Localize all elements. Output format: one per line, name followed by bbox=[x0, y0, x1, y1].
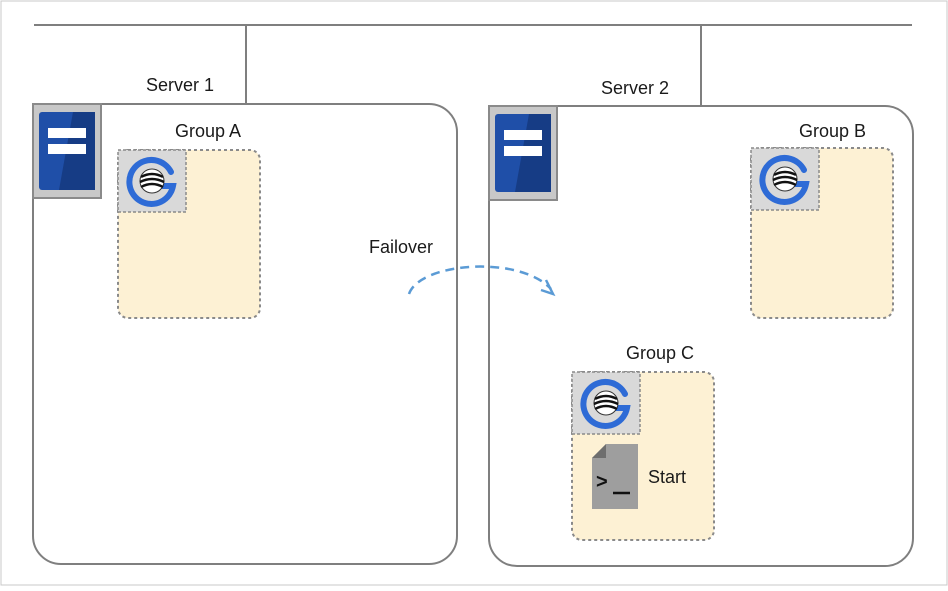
network-bus bbox=[34, 24, 912, 106]
group-a-label: Group A bbox=[175, 121, 242, 141]
svg-text:>: > bbox=[596, 471, 608, 493]
group-resource-icon bbox=[751, 148, 819, 210]
terminal-script-icon: > bbox=[592, 444, 638, 509]
group-resource-icon bbox=[572, 372, 640, 434]
server-icon bbox=[488, 105, 558, 201]
server-1-label: Server 1 bbox=[146, 75, 215, 95]
group-b-label: Group B bbox=[799, 121, 867, 141]
server-icon bbox=[32, 103, 102, 199]
group-resource-icon bbox=[118, 150, 186, 212]
script-resource-label: Start bbox=[648, 467, 687, 487]
group-c-label: Group C bbox=[626, 343, 695, 363]
failover-arrow bbox=[407, 265, 556, 297]
failover-label: Failover bbox=[369, 237, 434, 257]
server-2-label: Server 2 bbox=[601, 78, 670, 98]
